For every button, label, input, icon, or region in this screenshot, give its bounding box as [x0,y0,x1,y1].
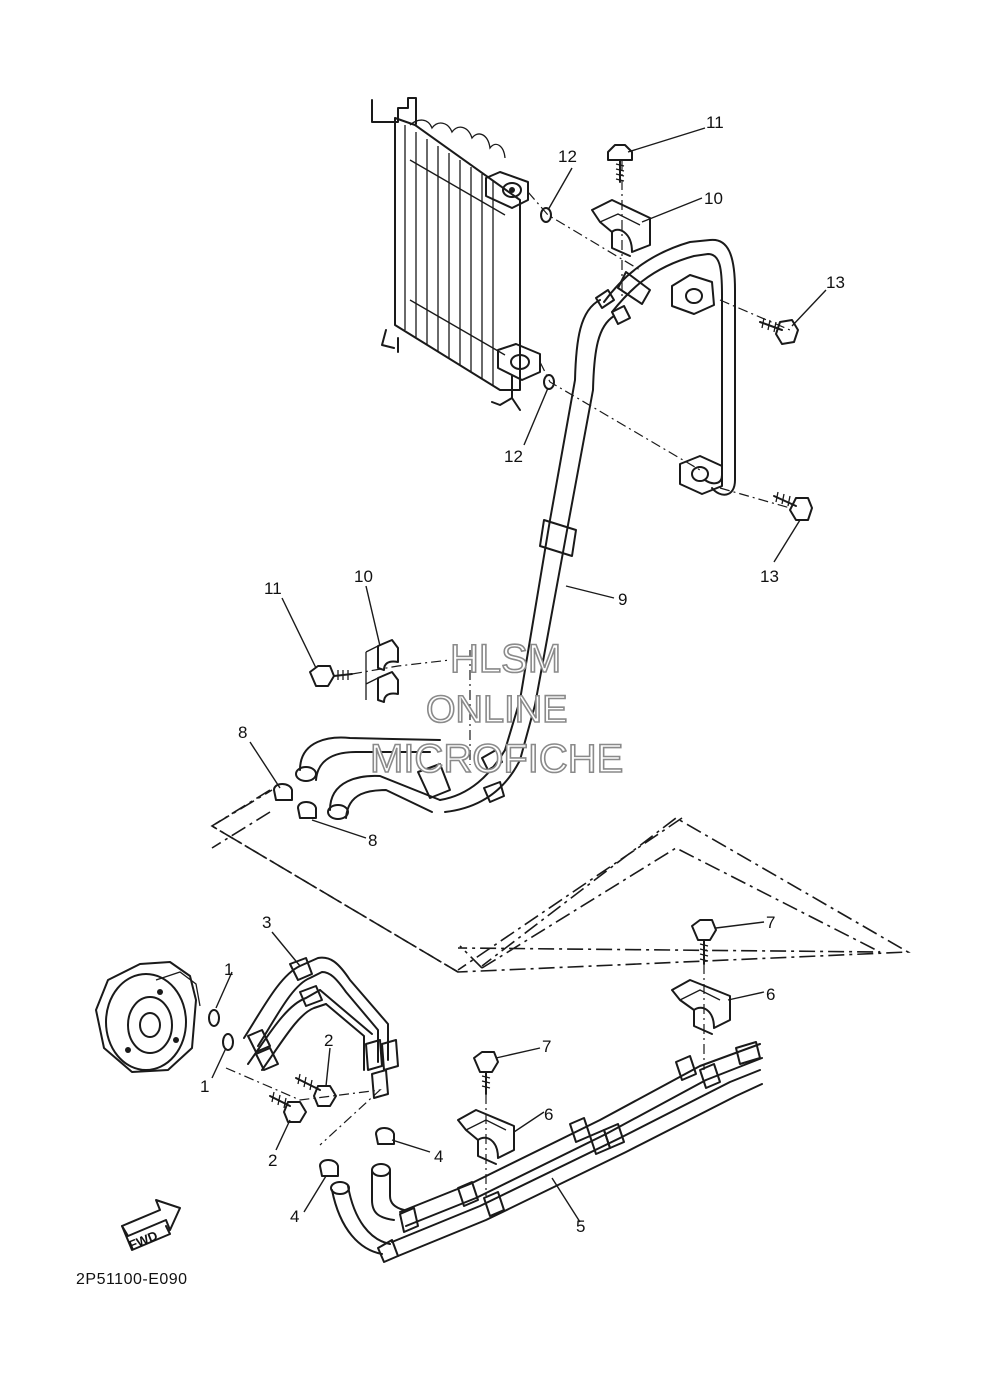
hose-8-assembly [273,650,471,820]
o-ring-12-upper [540,207,552,223]
callout-1-upper: 1 [224,960,233,979]
bolt-2-lower [269,1091,307,1123]
part-number: 2P51100-E090 [76,1271,188,1288]
clamp-10-upper [591,199,651,257]
callout-6-left: 6 [544,1105,553,1124]
callout-2-upper: 2 [324,1031,333,1050]
callout-7-right: 7 [766,913,775,932]
callout-5: 5 [576,1217,585,1236]
callout-11-lower: 11 [264,579,282,598]
oil-filter-housing [95,961,201,1073]
callout-11-upper: 11 [706,113,724,132]
callout-8-upper: 8 [238,723,247,742]
clamp-6-right [671,979,731,1035]
callout-1-lower: 1 [200,1077,209,1096]
watermark-line-3: MICROFICHE [370,737,623,781]
o-ring-1-lower [222,1033,234,1051]
bolt-13-upper [759,317,799,345]
pipe-9 [439,238,736,813]
callout-3: 3 [262,913,271,932]
bolt-11-lower [309,665,353,687]
oil-cooler [371,97,541,411]
callout-7-left: 7 [542,1037,551,1056]
hose-4-assembly [319,1127,405,1263]
callout-2-lower: 2 [268,1151,277,1170]
leader-lines [211,127,827,1223]
callout-12-lower: 12 [504,447,523,466]
fwd-arrow-icon: FWD [121,1199,181,1253]
bolt-7-left [473,1051,499,1095]
clamp-10-lower [365,639,399,703]
o-ring-12-lower [543,374,555,390]
pipe-5 [391,1041,763,1257]
callout-10-upper: 10 [704,189,723,208]
callout-13-upper: 13 [826,273,845,292]
pipe-3 [243,956,399,1099]
callout-9: 9 [618,590,627,609]
watermark-line-2: ONLINE [426,689,567,731]
fwd-label: FWD [127,1228,160,1253]
callout-10-lower: 10 [354,567,373,586]
watermark-line-1: HLSM [450,637,561,681]
bolt-11-upper [607,144,633,183]
bolt-13-lower [773,491,813,521]
callout-6-right: 6 [766,985,775,1004]
bolt-7-right [691,919,717,965]
callout-4-left: 4 [290,1207,299,1226]
callout-4-right: 4 [434,1147,443,1166]
callout-8-lower: 8 [368,831,377,850]
callout-13-lower: 13 [760,567,779,586]
bolt-2-upper [295,1073,337,1107]
callout-12-upper: 12 [558,147,577,166]
o-ring-1-upper [208,1009,220,1027]
callouts: 11 10 12 12 13 13 9 11 10 8 8 3 1 1 2 2 … [200,113,845,1236]
watermark: HLSM ONLINE MICROFICHE [369,636,624,782]
